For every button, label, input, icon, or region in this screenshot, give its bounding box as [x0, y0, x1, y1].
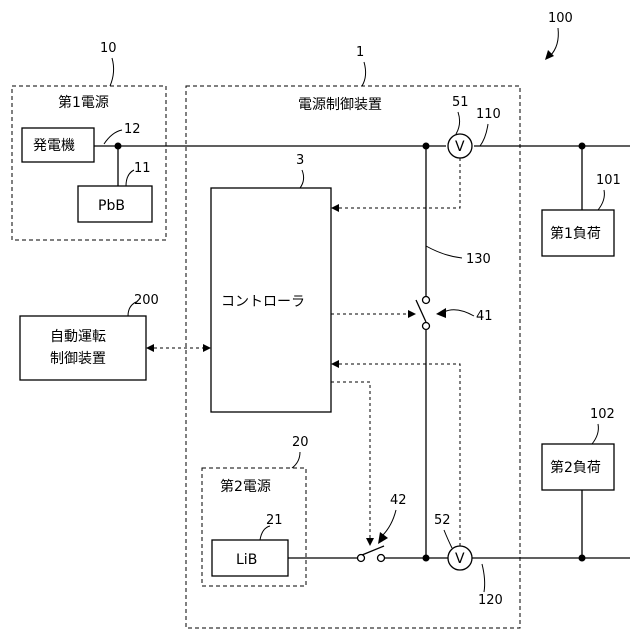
first-power-source-ref-leader: [110, 58, 114, 86]
first-power-source-ref: 10: [100, 41, 117, 56]
second-power-source-ref: 20: [292, 435, 309, 450]
second-power-source-ref-leader: [292, 452, 300, 468]
lib-ref: 21: [266, 513, 283, 528]
power-control-device-title: 電源制御装置: [298, 97, 382, 113]
switch-42-left-terminal: [358, 555, 365, 562]
signal-switch-42-arrowhead: [366, 538, 374, 546]
line-110-ref-leader: [480, 124, 488, 146]
switch-42-blade: [362, 546, 384, 555]
switch-42-right-terminal: [378, 555, 385, 562]
signal-voltmeter-51-arrowhead: [331, 204, 339, 212]
pbb-ref-leader: [126, 170, 134, 186]
first-load-ref-leader: [598, 190, 604, 210]
switch-42-ref-leader: [382, 510, 396, 536]
voltmeter-51-ref-leader: [456, 112, 460, 134]
line-130-ref: 130: [466, 252, 491, 267]
generator-ref: 12: [124, 122, 141, 137]
signal-arrowhead-controller-in: [203, 344, 211, 352]
auto-driving-ref: 200: [134, 293, 159, 308]
signal-arrowhead-auto-driving: [146, 344, 154, 352]
second-load-ref: 102: [590, 407, 615, 422]
line-120-ref: 120: [478, 593, 503, 608]
pbb-ref: 11: [134, 161, 151, 176]
lib-label: LiB: [236, 552, 257, 568]
system-ref-leader: [550, 28, 558, 56]
pbb-label: PbB: [98, 198, 125, 214]
auto-driving-box: [20, 316, 146, 380]
junction-generator: [115, 143, 122, 150]
power-control-device-ref: 1: [356, 45, 364, 60]
voltmeter-52-symbol: V: [455, 551, 465, 567]
auto-driving-line2: 制御装置: [50, 351, 106, 367]
switch-42-ref-arrowhead: [378, 532, 388, 544]
first-power-source-title: 第1電源: [58, 94, 109, 111]
system-ref-arrowhead: [545, 50, 554, 60]
auto-driving-line1: 自動運転: [50, 329, 106, 345]
signal-switch-41-arrowhead: [408, 310, 416, 318]
first-load-ref: 101: [596, 173, 621, 188]
switch-41-bottom-terminal: [423, 323, 430, 330]
junction-130-120: [423, 555, 430, 562]
line-120-ref-leader: [482, 564, 485, 592]
generator-ref-leader: [104, 130, 122, 144]
second-power-source-title: 第2電源: [220, 478, 271, 495]
second-load-label: 第2負荷: [550, 459, 601, 476]
voltmeter-51-ref: 51: [452, 95, 469, 110]
controller-ref-leader: [300, 170, 304, 188]
signal-voltmeter-52-arrowhead: [331, 360, 339, 368]
second-load-ref-leader: [592, 424, 598, 444]
line-110-ref: 110: [476, 107, 501, 122]
voltmeter-51-symbol: V: [455, 139, 465, 155]
switch-41-ref: 41: [476, 309, 493, 324]
switch-41-ref-leader: [444, 310, 474, 316]
voltmeter-52-ref: 52: [434, 513, 451, 528]
lib-ref-leader: [260, 526, 270, 540]
controller-ref: 3: [296, 153, 304, 168]
power-control-device-ref-leader: [362, 62, 366, 86]
first-load-label: 第1負荷: [550, 225, 601, 242]
generator-label: 発電機: [33, 138, 75, 154]
switch-42-ref: 42: [390, 493, 407, 508]
switch-41-top-terminal: [423, 297, 430, 304]
signal-controller-switch-42: [331, 382, 370, 538]
controller-label: コントローラ: [221, 294, 305, 310]
signal-voltmeter-51: [339, 158, 460, 208]
switch-41-ref-arrowhead: [436, 308, 446, 318]
voltmeter-52-ref-leader: [444, 530, 452, 548]
line-130-ref-leader: [426, 246, 462, 258]
system-ref-label: 100: [548, 11, 573, 26]
